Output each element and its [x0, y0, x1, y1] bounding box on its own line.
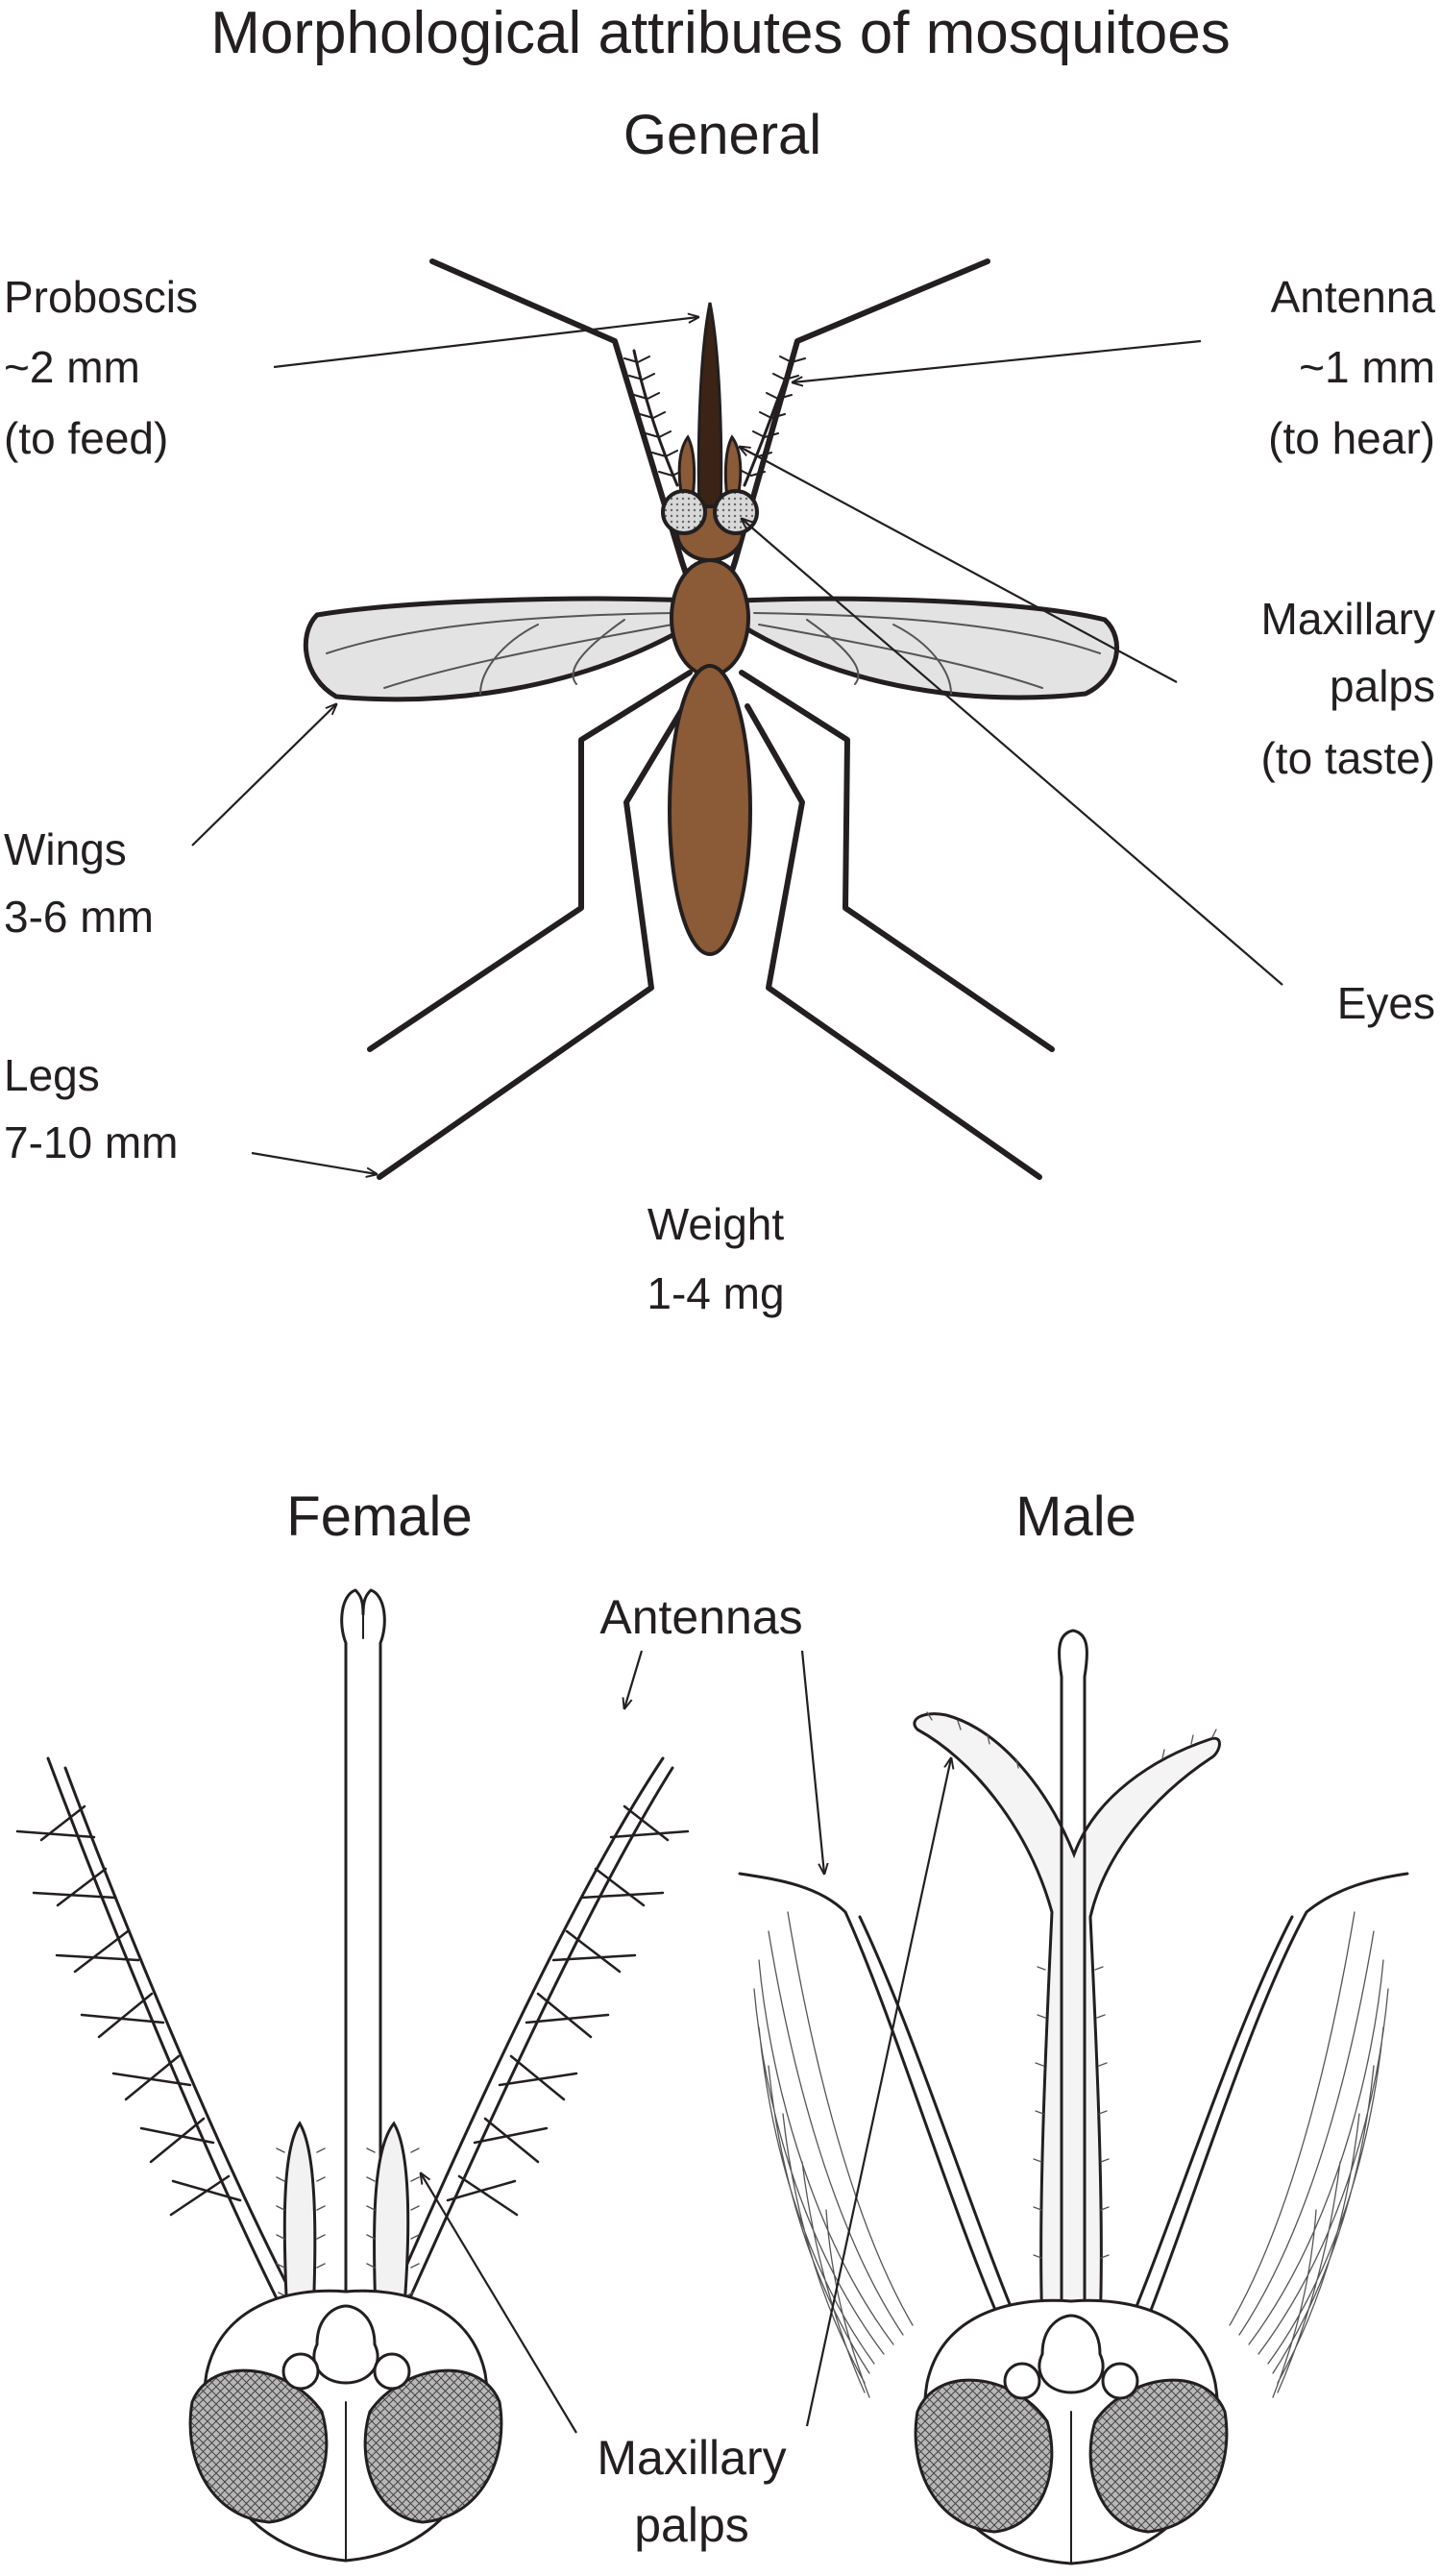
arrow-proboscis: [273, 317, 698, 369]
arrow-wings: [191, 704, 336, 846]
legs-name: Legs: [4, 1050, 100, 1100]
proboscis: [696, 302, 723, 511]
label-weight: Weight 1-4 mg: [647, 1199, 784, 1318]
arrow-antennas-male: [800, 1650, 824, 1874]
female-eye-right: [363, 2368, 503, 2524]
antenna-size: ~1 mm: [1299, 342, 1435, 392]
antennas-label: Antennas: [599, 1590, 802, 1644]
eyes-name: Eyes: [1337, 978, 1435, 1028]
label-proboscis: Proboscis ~2 mm (to feed): [4, 272, 198, 463]
maxillary-palp-left: [677, 434, 696, 506]
maxillary-name-2: palps: [1330, 661, 1435, 711]
male-palps: [913, 1712, 1221, 2327]
eye-left: [661, 489, 707, 535]
male-heading: Male: [1015, 1485, 1136, 1548]
legs-size: 7-10 mm: [4, 1117, 178, 1167]
male-antenna-left: [738, 1872, 1020, 2332]
figure-title: Morphological attributes of mosquitoes: [210, 0, 1230, 66]
proboscis-name: Proboscis: [4, 272, 198, 322]
maxillary-name-1: Maxillary: [1261, 594, 1435, 644]
wings-size: 3-6 mm: [4, 892, 154, 942]
weight-size: 1-4 mg: [647, 1268, 784, 1318]
abdomen: [668, 664, 752, 956]
antenna-role: (to hear): [1268, 413, 1435, 463]
wings-name: Wings: [4, 824, 127, 874]
right-wing: [737, 596, 1120, 700]
female-antenna-left: [46, 1756, 307, 2327]
proboscis-size: ~2 mm: [4, 342, 140, 392]
male-eye-right: [1088, 2378, 1229, 2534]
general-mosquito: [303, 258, 1120, 1180]
female-palp-right: [373, 2121, 410, 2342]
female-antenna-right: [380, 1756, 674, 2327]
general-heading: General: [623, 104, 821, 166]
thorax: [670, 558, 750, 677]
proboscis-role: (to feed): [4, 413, 168, 463]
female-palp-left: [282, 2121, 317, 2342]
maxillary-role: (to taste): [1260, 733, 1435, 783]
antenna-name: Antenna: [1271, 272, 1436, 322]
arrow-maxillary: [740, 447, 1178, 683]
arrow-palps-male: [805, 1758, 951, 2427]
arrow-antennas-female: [624, 1650, 644, 1708]
maxillary-palps-label-2: palps: [634, 2498, 749, 2552]
left-wing: [303, 596, 695, 702]
label-maxillary-palps: Maxillary palps (to taste): [1260, 594, 1435, 783]
arrow-palps-female: [421, 2173, 577, 2434]
male-head-illustration: [738, 1629, 1409, 2565]
female-heading: Female: [286, 1485, 472, 1548]
leader-arrows-general: [191, 317, 1283, 1174]
label-wings: Wings 3-6 mm: [4, 824, 154, 942]
leader-arrows-heads: [421, 1650, 951, 2434]
male-proboscis: [1058, 1629, 1088, 2308]
female-eye-left: [188, 2368, 329, 2524]
label-legs: Legs 7-10 mm: [4, 1050, 178, 1167]
male-antenna-plumes: [753, 1911, 1389, 2398]
arrow-antenna: [793, 339, 1202, 382]
male-eye-left: [914, 2378, 1054, 2534]
female-head-illustration: [15, 1588, 690, 2563]
label-antenna: Antenna ~1 mm (to hear): [1268, 272, 1435, 463]
maxillary-palps-label-1: Maxillary: [597, 2431, 786, 2485]
male-antenna-right: [1127, 1872, 1409, 2332]
arrow-eyes: [742, 519, 1283, 986]
arrow-legs: [251, 1151, 377, 1174]
weight-name: Weight: [647, 1199, 785, 1249]
